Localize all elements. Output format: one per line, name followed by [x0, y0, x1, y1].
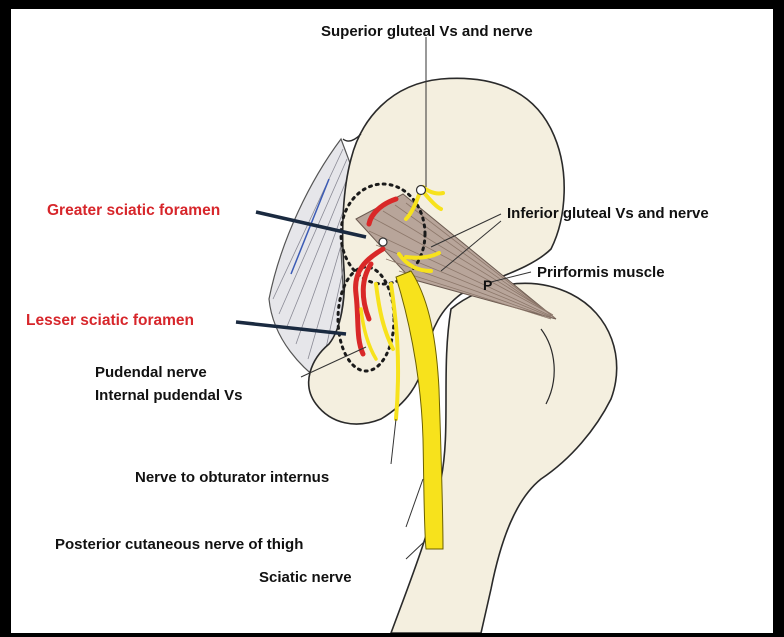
- label-greater-sciatic-foramen: Greater sciatic foramen: [47, 202, 220, 220]
- label-piriformis-letter: P: [483, 277, 492, 293]
- label-pudendal-nerve: Pudendal nerve: [95, 364, 207, 382]
- label-sciatic-nerve: Sciatic nerve: [259, 569, 352, 587]
- label-nerve-obturator: Nerve to obturator internus: [135, 469, 329, 487]
- diagram-panel: Superior gluteal Vs and nerve Greater sc…: [11, 9, 773, 633]
- label-superior-gluteal: Superior gluteal Vs and nerve: [321, 23, 533, 41]
- label-lesser-sciatic-foramen: Lesser sciatic foramen: [26, 312, 194, 330]
- label-internal-pudendal: Internal pudendal Vs: [95, 387, 243, 405]
- label-inferior-gluteal: Inferior gluteal Vs and nerve: [507, 205, 709, 223]
- label-posterior-cutaneous: Posterior cutaneous nerve of thigh: [55, 536, 303, 554]
- label-piriformis: Prirformis muscle: [537, 264, 665, 282]
